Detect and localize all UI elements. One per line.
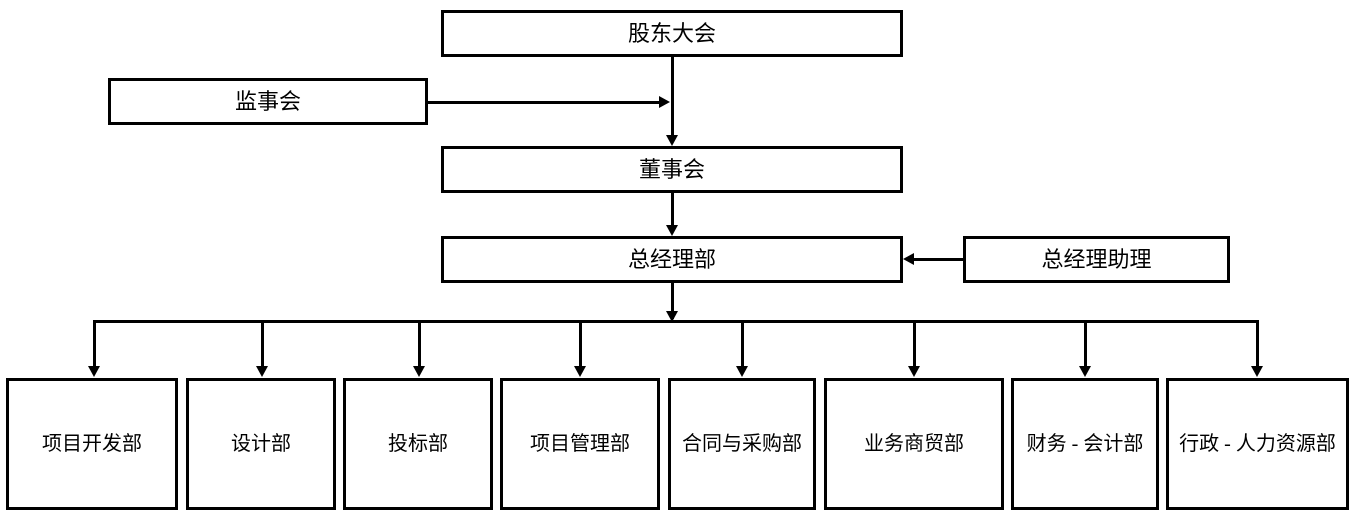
arrowhead-bus-to-dept-1: [256, 366, 268, 377]
node-shareholders-meeting-label: 股东大会: [627, 20, 716, 46]
node-board-of-directors[interactable]: 董事会: [441, 146, 903, 193]
arrowhead-shareholders-to-board: [666, 135, 678, 146]
node-department-7-label: 行政 - 人力资源部: [1179, 432, 1336, 455]
arrowhead-bus-to-dept-4: [736, 366, 748, 377]
node-department-5-label: 业务商贸部: [864, 432, 964, 455]
node-board-of-supervisors-label: 监事会: [234, 88, 301, 114]
node-department-5[interactable]: 业务商贸部: [824, 378, 1004, 510]
arrowhead-bus-to-dept-5: [908, 366, 920, 377]
node-department-7[interactable]: 行政 - 人力资源部: [1166, 378, 1349, 510]
connector-bus-to-dept-7: [1256, 320, 1259, 368]
node-general-manager-assistant[interactable]: 总经理助理: [963, 236, 1230, 283]
connector-bus-to-dept-4: [741, 320, 744, 368]
node-board-of-supervisors[interactable]: 监事会: [108, 78, 428, 125]
node-department-3-label: 项目管理部: [530, 432, 630, 455]
node-department-0-label: 项目开发部: [42, 432, 142, 455]
node-department-6-label: 财务 - 会计部: [1026, 432, 1144, 455]
connector-gm-assistant-to-gm: [912, 258, 963, 261]
connector-bus-to-dept-3: [579, 320, 582, 368]
arrowhead-gm-assistant-to-gm: [903, 253, 914, 265]
node-department-1-label: 设计部: [231, 432, 291, 455]
arrowhead-gm-to-bus: [666, 311, 678, 322]
connector-gm-to-bus: [671, 283, 674, 319]
node-department-2-label: 投标部: [388, 432, 448, 455]
connector-bus-to-dept-0: [93, 320, 96, 368]
connector-shareholders-to-board: [671, 57, 674, 135]
node-board-of-directors-label: 董事会: [638, 156, 705, 182]
connector-bus-to-dept-2: [418, 320, 421, 368]
node-department-2[interactable]: 投标部: [343, 378, 493, 510]
arrowhead-bus-to-dept-7: [1251, 366, 1263, 377]
connector-bus-to-dept-1: [261, 320, 264, 368]
arrowhead-supervisors-to-trunk: [659, 96, 670, 108]
node-department-0[interactable]: 项目开发部: [6, 378, 178, 510]
node-general-manager-department-label: 总经理部: [627, 246, 716, 272]
node-general-manager-department[interactable]: 总经理部: [441, 236, 903, 283]
node-department-1[interactable]: 设计部: [186, 378, 336, 510]
node-department-6[interactable]: 财务 - 会计部: [1011, 378, 1159, 510]
arrowhead-bus-to-dept-2: [413, 366, 425, 377]
arrowhead-board-to-gm: [666, 225, 678, 236]
connector-bus-to-dept-5: [913, 320, 916, 368]
arrowhead-bus-to-dept-0: [88, 366, 100, 377]
arrowhead-bus-to-dept-6: [1079, 366, 1091, 377]
node-department-4[interactable]: 合同与采购部: [668, 378, 816, 510]
node-department-3[interactable]: 项目管理部: [500, 378, 660, 510]
node-general-manager-assistant-label: 总经理助理: [1041, 246, 1152, 272]
connector-board-to-gm: [671, 193, 674, 225]
node-shareholders-meeting[interactable]: 股东大会: [441, 10, 903, 57]
node-department-4-label: 合同与采购部: [682, 432, 802, 455]
connector-bus-to-dept-6: [1084, 320, 1087, 368]
arrowhead-bus-to-dept-3: [574, 366, 586, 377]
connector-supervisors-to-trunk: [428, 101, 660, 104]
